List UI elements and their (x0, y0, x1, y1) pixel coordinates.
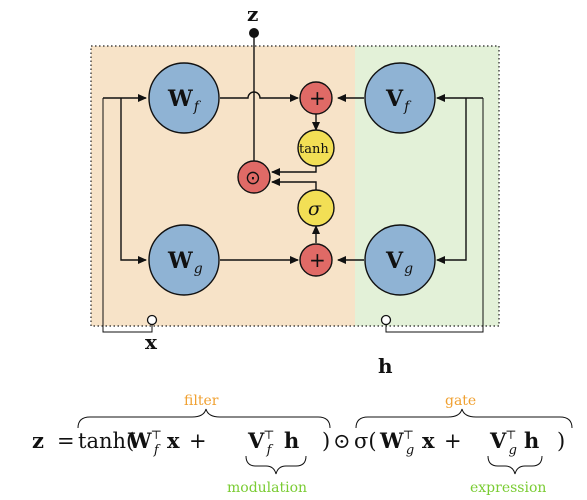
eq-tanh: tanh( (78, 429, 134, 453)
eq-plus2: + (444, 429, 462, 453)
h-input-wire (385, 98, 484, 333)
eq-odot: ⊙ (333, 429, 351, 453)
eq-plus1: + (189, 429, 207, 453)
svg-text:Vf: Vf (385, 86, 412, 115)
x-terminal[interactable] (146, 314, 158, 326)
eq-lhs: z (32, 428, 44, 453)
wf-to-plus-wire (220, 91, 299, 102)
filter-label: filter (184, 393, 219, 409)
plus-bottom-node: + (299, 243, 333, 277)
eq-wf: W⊤f (127, 428, 162, 458)
wf-node: Wf (148, 62, 220, 134)
svg-text:Wf: Wf (167, 86, 202, 115)
region-border (90, 45, 500, 327)
x-label: x (145, 330, 158, 354)
eq-sigma: σ( (354, 429, 377, 453)
vg-node: Vg (364, 224, 436, 296)
eq-h1: h (284, 428, 299, 453)
svg-text:⊙: ⊙ (245, 167, 261, 189)
eq-x1: x (167, 428, 180, 453)
svg-text:σ: σ (308, 198, 322, 220)
modulation-label: modulation (227, 480, 307, 496)
eq-wg: W⊤g (379, 428, 414, 458)
eq-equals: = (57, 429, 75, 453)
x-to-wg-arrow (120, 98, 147, 264)
tanh-to-odot-wire (271, 166, 317, 176)
x-input-wire (102, 98, 153, 333)
eq-h2: h (524, 428, 539, 453)
eq-vf: V⊤f (247, 428, 275, 458)
eq-x2: x (422, 428, 435, 453)
gate-overbrace (355, 408, 573, 429)
tanh-node: tanh (297, 129, 335, 167)
hadamard-node: ⊙ (237, 160, 271, 194)
svg-text:Vg: Vg (385, 248, 413, 277)
vf-node: Vf (364, 62, 436, 134)
gate-label: gate (445, 393, 476, 409)
h-terminal[interactable] (380, 314, 392, 326)
eq-close1: ) (322, 429, 330, 453)
h-to-vg-arrow (436, 98, 467, 264)
svg-text:Wg: Wg (167, 248, 203, 277)
eq-vg: V⊤g (489, 428, 517, 458)
output-label: z (247, 2, 258, 26)
filter-overbrace (77, 408, 331, 429)
svg-text:+: + (309, 248, 326, 272)
expression-underbrace (487, 455, 543, 475)
output-terminal (249, 28, 259, 38)
expression-label: expression (470, 480, 546, 496)
svg-text:tanh: tanh (299, 142, 329, 157)
plus-top-node: + (299, 81, 333, 115)
equation: filter gate modulation expression z = ta… (32, 393, 573, 496)
sigma-to-odot-wire (271, 178, 317, 190)
svg-text:+: + (309, 86, 326, 110)
wg-node: Wg (148, 224, 220, 296)
sigma-node: σ (297, 189, 335, 227)
eq-close2: ) (557, 429, 565, 453)
h-label: h (378, 354, 393, 378)
modulation-underbrace (245, 455, 307, 475)
